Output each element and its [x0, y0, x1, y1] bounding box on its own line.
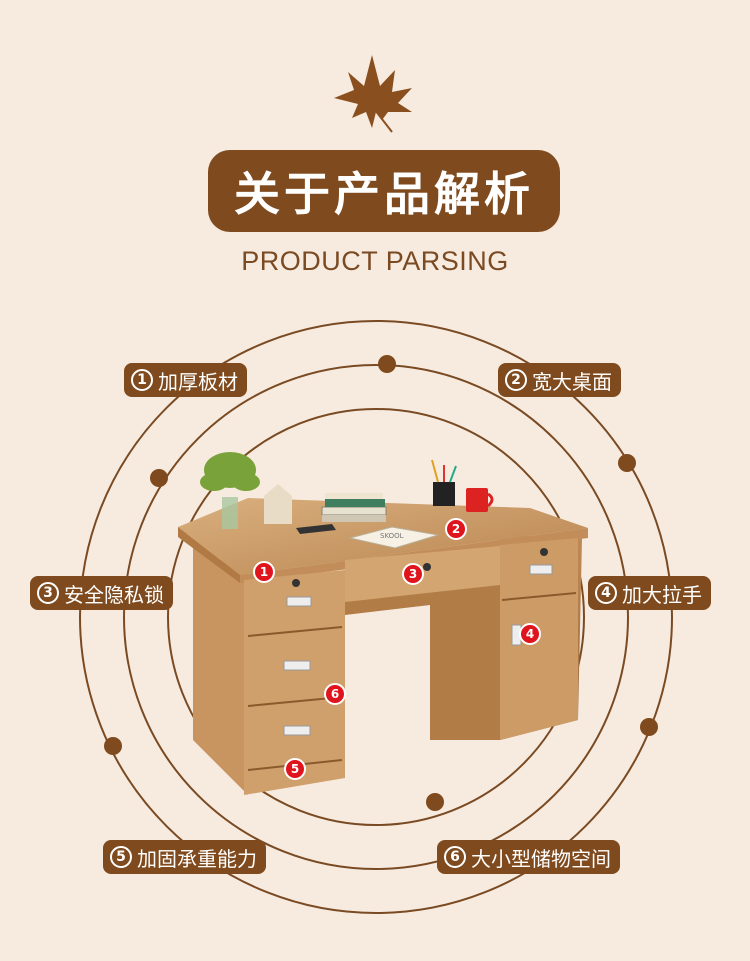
book-text: SKOOL: [380, 532, 404, 540]
page-title: 关于产品解析: [208, 150, 560, 232]
marker-4: 4: [519, 623, 541, 645]
marker-2: 2: [445, 518, 467, 540]
marker-6: 6: [324, 683, 346, 705]
marker-1: 1: [253, 561, 275, 583]
marker-5: 5: [284, 758, 306, 780]
page-subtitle: PRODUCT PARSING: [241, 246, 509, 276]
marker-3: 3: [402, 563, 424, 585]
